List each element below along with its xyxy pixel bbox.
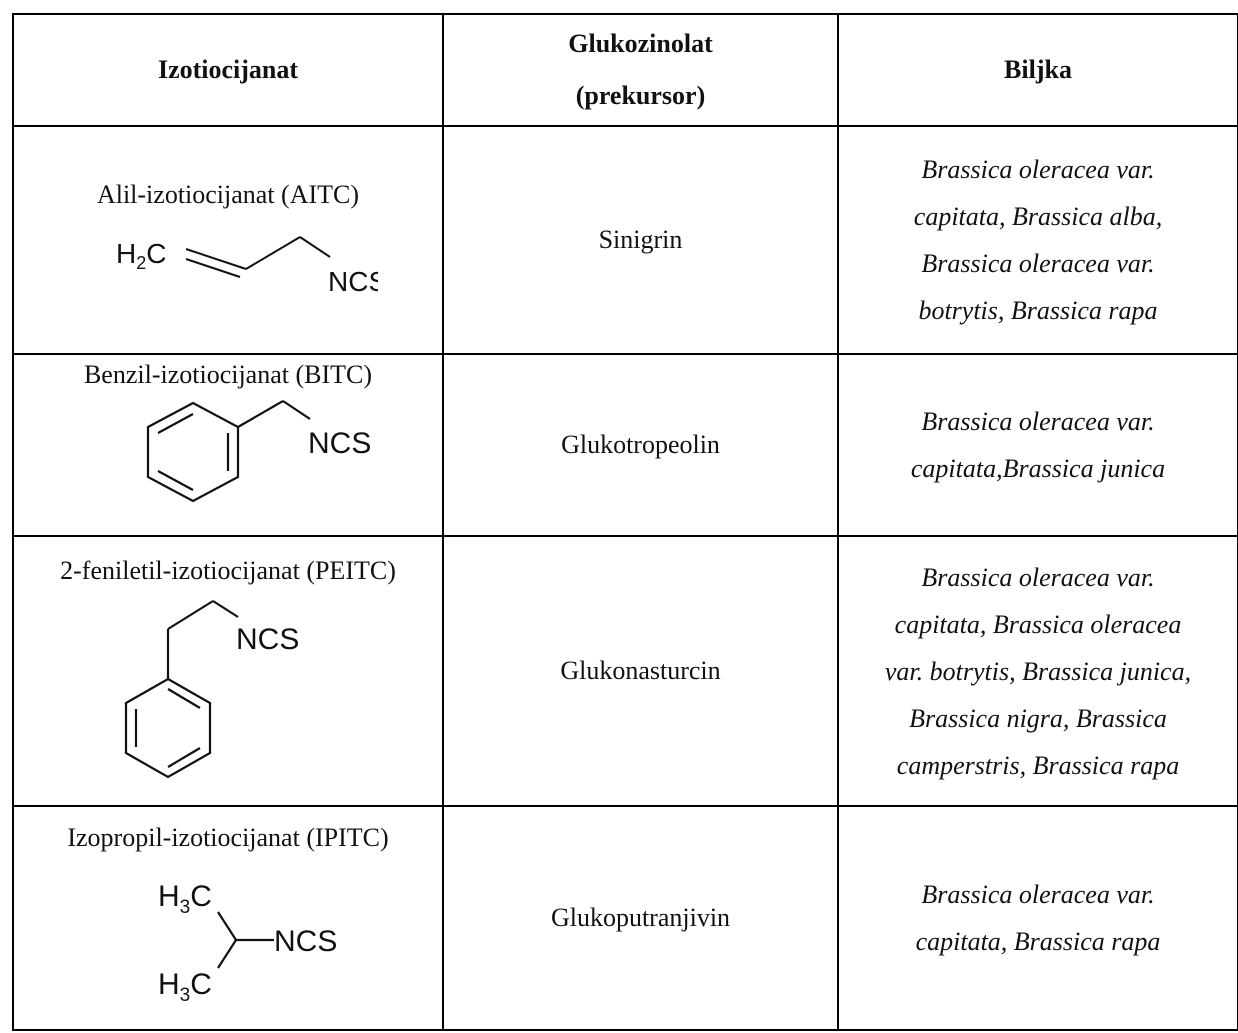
plant-line: var. botrytis, Brassica junica, (884, 656, 1192, 686)
header-izotiocijanat: Izotiocijanat (12, 13, 444, 127)
header-row: Izotiocijanat Glukozinolat (prekursor) B… (12, 13, 1238, 127)
precursor-name: Glukotropeolin (561, 430, 720, 459)
plant-line: capitata,Brassica junica (910, 454, 1166, 483)
plant-line: Brassica oleracea var. (921, 562, 1155, 592)
svg-text:NCS: NCS (274, 925, 337, 958)
allyl-isothiocyanate-structure: H2C NCS (116, 236, 378, 297)
svg-text:H3C: H3C (158, 968, 212, 1006)
cell-precursor: Sinigrin (442, 125, 839, 355)
precursor-name: Glukoputranjivin (550, 903, 731, 932)
benzyl-isothiocyanate-structure: NCS (146, 400, 371, 503)
svg-text:NCS: NCS (236, 623, 299, 656)
plant-line: capitata, Brassica oleracea (894, 609, 1182, 639)
svg-text:NCS: NCS (308, 427, 371, 460)
plant-line: Brassica oleracea var. (921, 249, 1155, 278)
header-biljka: Biljka (837, 13, 1238, 127)
plant-line: Brassica oleracea var. (921, 155, 1155, 184)
header-glukozinolat: Glukozinolat (prekursor) (442, 13, 839, 127)
plant-line: camperstris, Brassica rapa (896, 750, 1180, 780)
cell-plants: Brassica oleracea var. capitata,Brassica… (837, 353, 1238, 537)
compound-name: Alil-izotiocijanat (AITC) (96, 180, 360, 209)
cell-precursor: Glukonasturcin (442, 535, 839, 807)
header-glukozinolat-line2: (prekursor) (575, 81, 706, 110)
isothiocyanate-table: Izotiocijanat Glukozinolat (prekursor) B… (12, 13, 1238, 1031)
cell-plants: Brassica oleracea var. capitata, Brassic… (837, 125, 1238, 355)
table-row-aitc: Alil-izotiocijanat (AITC) H2C NCS Sinigr… (12, 125, 1238, 355)
precursor-name: Glukonasturcin (560, 656, 721, 685)
svg-text:NCS: NCS (328, 266, 378, 297)
isopropyl-isothiocyanate-structure: H3C H3C NCS (158, 880, 337, 1006)
cell-compound: Izopropil-izotiocijanat (IPITC) H3C H3C … (12, 805, 444, 1031)
compound-name: Izopropil-izotiocijanat (IPITC) (67, 823, 389, 852)
phenylethyl-isothiocyanate-structure: NCS (124, 600, 299, 779)
plant-line: botrytis, Brassica rapa (918, 296, 1158, 325)
plant-line: Brassica oleracea var. (921, 880, 1155, 909)
plant-line: capitata, Brassica alba, (913, 202, 1163, 231)
compound-name: 2-feniletil-izotiocijanat (PEITC) (60, 556, 396, 585)
cell-precursor: Glukoputranjivin (442, 805, 839, 1031)
cell-plants: Brassica oleracea var. capitata, Brassic… (837, 805, 1238, 1031)
precursor-name: Sinigrin (598, 225, 683, 254)
plant-line: Brassica oleracea var. (921, 407, 1155, 436)
plant-line: capitata, Brassica rapa (915, 927, 1161, 956)
table-row-peitc: 2-feniletil-izotiocijanat (PEITC) NCS Gl… (12, 535, 1238, 807)
cell-plants: Brassica oleracea var. capitata, Brassic… (837, 535, 1238, 807)
cell-compound: 2-feniletil-izotiocijanat (PEITC) NCS (12, 535, 444, 807)
compound-name: Benzil-izotiocijanat (BITC) (83, 360, 373, 389)
svg-text:H2C: H2C (116, 238, 166, 273)
header-glukozinolat-line1: Glukozinolat (568, 29, 713, 58)
cell-compound: Benzil-izotiocijanat (BITC) NCS (12, 353, 444, 537)
svg-text:H3C: H3C (158, 880, 212, 918)
cell-precursor: Glukotropeolin (442, 353, 839, 537)
cell-compound: Alil-izotiocijanat (AITC) H2C NCS (12, 125, 444, 355)
table-row-bitc: Benzil-izotiocijanat (BITC) NCS Glukotro… (12, 353, 1238, 537)
table-row-ipitc: Izopropil-izotiocijanat (IPITC) H3C H3C … (12, 805, 1238, 1031)
plant-line: Brassica nigra, Brassica (909, 703, 1167, 733)
